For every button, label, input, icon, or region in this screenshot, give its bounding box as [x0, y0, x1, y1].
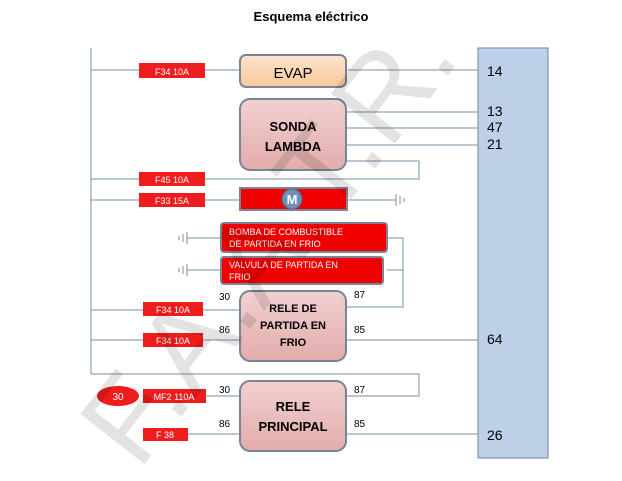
rele-partida-box [239, 290, 347, 362]
motor-icon [281, 188, 303, 210]
rp-pin-87: 87 [354, 290, 366, 301]
battery-label: 30 [112, 392, 124, 403]
bomba-label-2: DE PARTIDA EN FRIO [229, 239, 321, 249]
evap-box [239, 54, 347, 88]
fuse-f38 [143, 428, 188, 441]
fuse-f34-b [143, 302, 203, 316]
ecu-pin-21: 21 [487, 136, 503, 152]
ecu-pin-26: 26 [487, 427, 503, 443]
sonda-lambda-box [239, 98, 347, 171]
rp-pin-86: 86 [219, 325, 231, 336]
fuse-f34-b-label: F34 10A [156, 305, 190, 315]
rele-partida-label-3: FRIO [280, 337, 307, 349]
fuse-mf2 [143, 389, 206, 403]
rele-principal-box [239, 380, 347, 452]
ecu-block [477, 47, 549, 459]
rp-pin-85: 85 [354, 325, 366, 336]
valvula-label-1: VALVULA DE PARTIDA EN [229, 260, 338, 270]
rele-partida-label-1: RELE DE [269, 303, 317, 315]
valvula-box [220, 256, 384, 285]
fuse-f38-label: F 38 [156, 430, 174, 440]
rm-pin-87: 87 [354, 385, 366, 396]
fuse-f34-c [143, 333, 203, 347]
fuses: F34 10A F45 10A F33 15A F34 10A F34 10A … [139, 63, 206, 441]
evap-label: EVAP [274, 65, 313, 82]
fuse-f34-a-label: F34 10A [155, 67, 189, 77]
sonda-label-2: LAMBDA [265, 139, 322, 154]
fuse-f33-label: F33 15A [155, 196, 189, 206]
sonda-label-1: SONDA [270, 119, 318, 134]
fuse-f34-a [139, 63, 205, 78]
rm-pin-85: 85 [354, 419, 366, 430]
battery-terminal [97, 386, 139, 406]
fuse-f34-c-label: F34 10A [156, 336, 190, 346]
rm-pin-86: 86 [219, 419, 231, 430]
fuse-f45 [139, 172, 205, 186]
diagram-title: Esquema eléctrico [253, 9, 369, 24]
bomba-box [220, 222, 388, 253]
rp-pin-30: 30 [219, 292, 231, 303]
ecu-pin-64: 64 [487, 331, 503, 347]
fuse-mf2-label: MF2 110A [154, 392, 195, 402]
ecu-pin-47: 47 [487, 119, 503, 135]
motor-label: M [287, 192, 298, 207]
valvula-label-2: FRIO [229, 272, 251, 282]
fuse-f33 [139, 193, 205, 207]
rele-principal-label-2: PRINCIPAL [258, 419, 327, 434]
fuse-f45-label: F45 10A [155, 175, 189, 185]
rm-pin-30: 30 [219, 385, 231, 396]
ecu-pin-13: 13 [487, 103, 503, 119]
ecu-pin-14: 14 [487, 63, 503, 79]
wires [90, 48, 478, 435]
rele-principal-label-1: RELE [276, 399, 311, 414]
rele-partida-label-2: PARTIDA EN [260, 320, 326, 332]
bomba-label-1: BOMBA DE COMBUSTIBLE [229, 227, 343, 237]
